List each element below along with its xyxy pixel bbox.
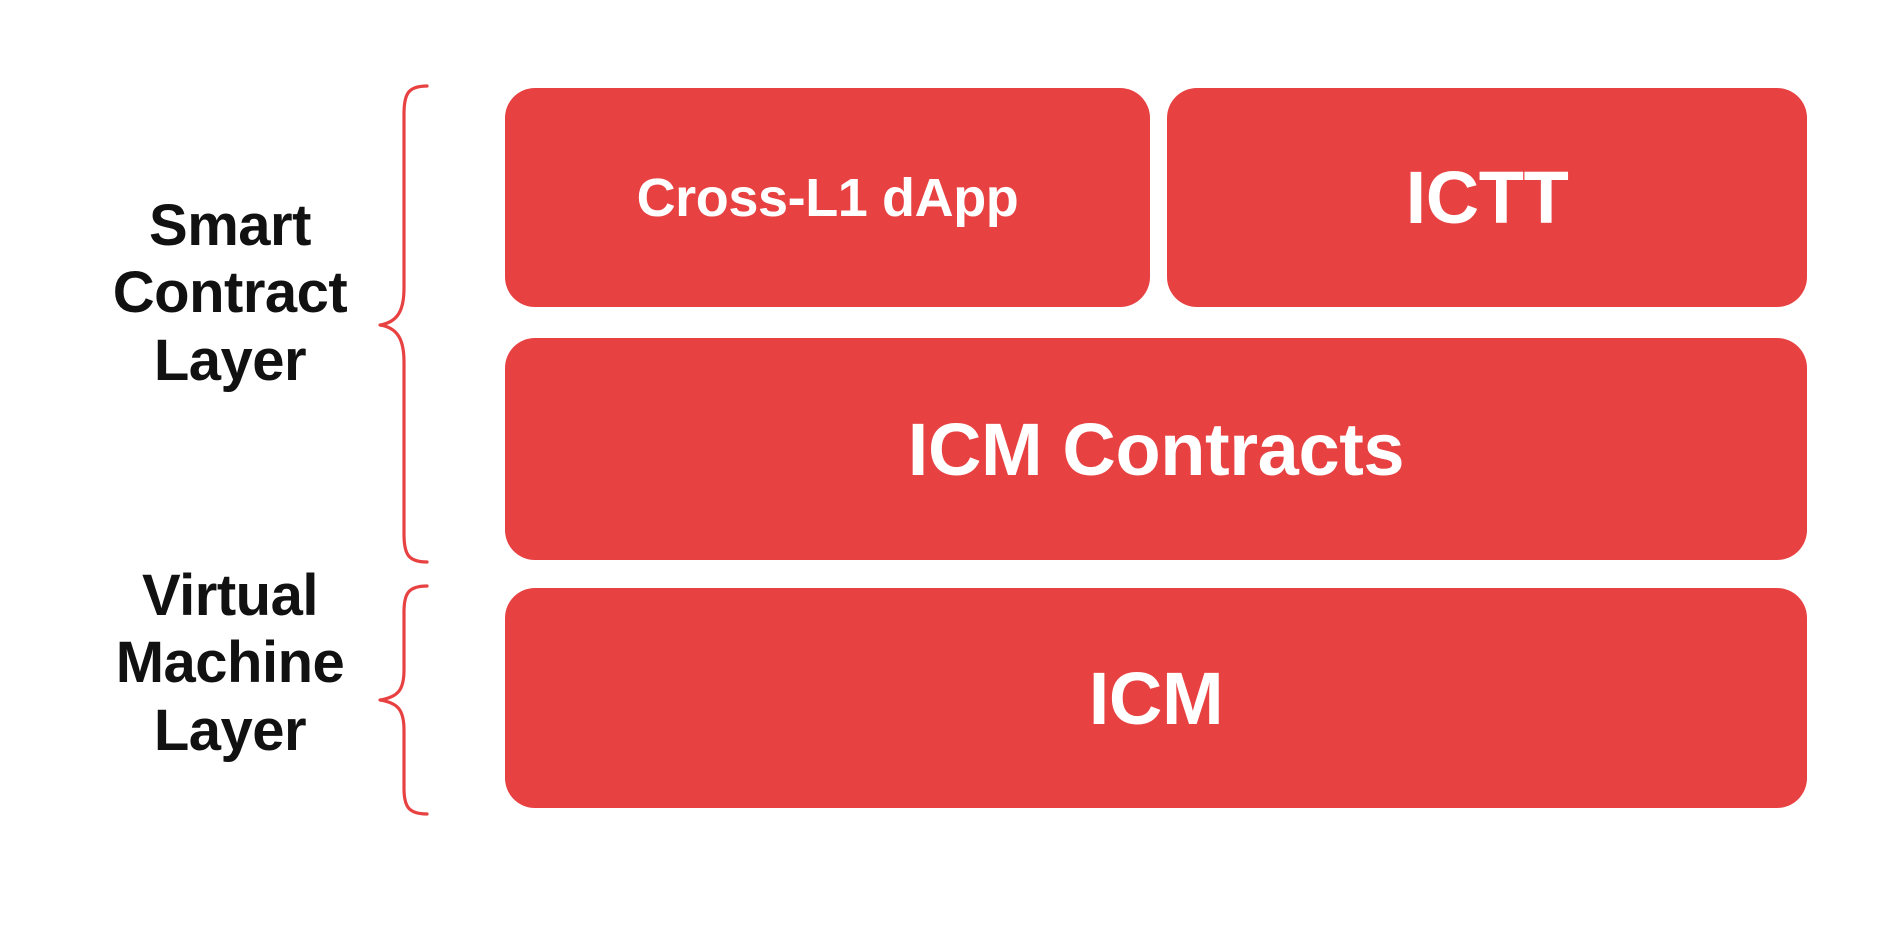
node-box-cross-l1-dapp[interactable]: Cross-L1 dApp xyxy=(505,88,1150,307)
curly-brace-smart-contract-icon xyxy=(378,84,429,564)
node-box-ictt[interactable]: ICTT xyxy=(1167,88,1807,307)
node-box-icm[interactable]: ICM xyxy=(505,588,1807,808)
node-box-icm-contracts[interactable]: ICM Contracts xyxy=(505,338,1807,560)
curly-brace-virtual-machine-icon xyxy=(378,584,429,816)
